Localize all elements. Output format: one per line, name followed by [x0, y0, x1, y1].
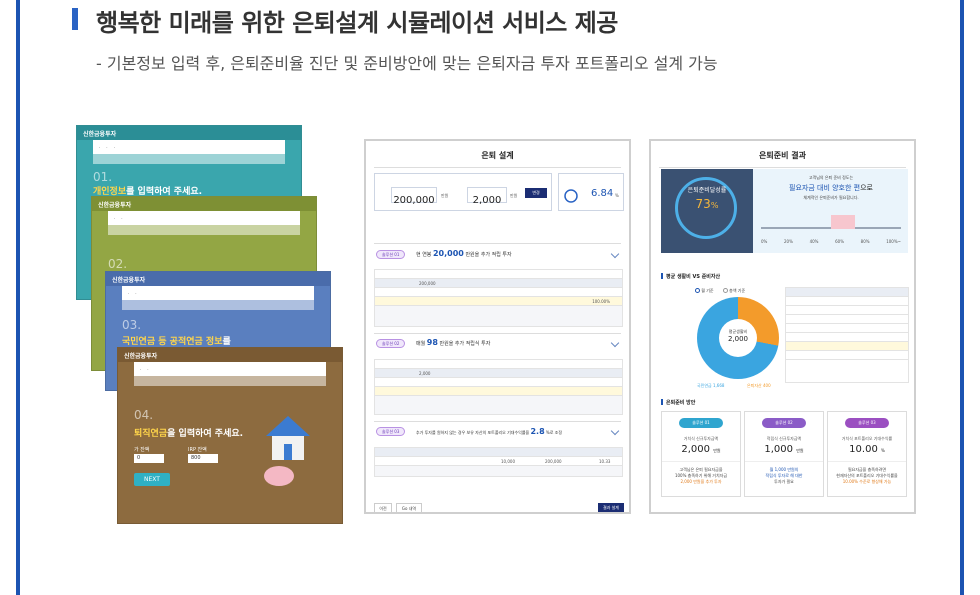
monthly-amount-field[interactable]: 2,000	[467, 187, 507, 206]
breadcrumb	[108, 225, 300, 235]
solution-2-badge: 솔루션 02	[376, 339, 406, 348]
retirement-design-panel: 은퇴 설계 200,000 만원 2,000 만원 변경 6.84 % 솔루션 …	[364, 139, 631, 514]
assets-table	[785, 287, 909, 383]
chevron-down-icon[interactable]	[610, 338, 620, 348]
previous-button[interactable]: 이전	[374, 503, 392, 512]
staircase-graphic	[761, 213, 901, 229]
input-summary-box: 200,000 만원 2,000 만원 변경	[374, 173, 552, 211]
page-frame	[16, 0, 964, 595]
step-instruction: 개인정보를 입력하여 주세요.	[93, 187, 203, 197]
brand-logo: 신한금융투자	[112, 276, 146, 284]
step-number: 03.	[122, 318, 142, 332]
nav-row: ···	[93, 140, 285, 154]
solution-card-3: 솔루션 03 거치식 포트폴리오 기대수익률 10.00 % 필요자금을 충족하…	[827, 411, 907, 497]
achievement-gauge: 은퇴준비달성률 73%	[661, 169, 753, 253]
breadcrumb	[134, 376, 326, 386]
solution-1-text: 현 연봉 20,000 만원을 추가 적립 투자	[416, 249, 512, 258]
breadcrumb	[122, 300, 314, 310]
menu-icon[interactable]	[302, 288, 314, 298]
result-design-button[interactable]: 결과 설계	[598, 503, 624, 512]
field-label: 가 잔액	[134, 447, 150, 453]
panel-title: 은퇴 설계	[481, 151, 514, 160]
brand-logo: 신한금융투자	[83, 130, 117, 138]
donut-chart: 평균생활비 2,000	[697, 297, 779, 379]
irp-input[interactable]: 800	[188, 454, 218, 463]
scale-labels: 0%20%40%60%80%100%~	[761, 239, 901, 244]
refresh-icon	[564, 189, 578, 203]
field-label: IRP 잔액	[188, 447, 207, 453]
expected-rate-box: 6.84 %	[558, 173, 624, 211]
radio-monthly[interactable]	[695, 288, 700, 293]
next-button[interactable]: NEXT	[134, 473, 170, 486]
step-number: 01.	[93, 170, 113, 184]
solution-card-1: 솔루션 01 거치식 신규투자금액 2,000 만원 고객님은 은퇴 필요자금을…	[661, 411, 741, 497]
house-icon	[266, 416, 310, 460]
page-subtitle: - 기본정보 입력 후, 은퇴준비율 진단 및 준비방안에 맞는 은퇴자금 투자…	[96, 54, 718, 73]
step-card-4: 신한금융투자 ·· 04. 퇴직연금을 입력하여 주세요. 가 잔액 0 IRP…	[117, 347, 343, 524]
balance-input[interactable]: 0	[134, 454, 164, 463]
section-heading: 평균 생활비 VS 준비자산	[661, 273, 720, 280]
menu-icon[interactable]	[288, 213, 300, 223]
menu-icon[interactable]	[273, 142, 285, 152]
retirement-result-panel: 은퇴준비 결과 은퇴준비달성률 73% 고객님의 은퇴 준비 정도는 필요자금 …	[649, 139, 916, 514]
change-button[interactable]: 변경	[525, 188, 547, 198]
step-instruction: 국민연금 등 공적연금 정보를	[122, 337, 231, 347]
result-banner: 은퇴준비달성률 73% 고객님의 은퇴 준비 정도는 필요자금 대비 양호한 편…	[661, 169, 908, 253]
solution-1-badge: 솔루션 01	[376, 250, 406, 259]
solution-3-text: 추가 투자를 원하지 않는 경우 보유 자산의 포트폴리오 기대수익률을 2.8…	[416, 427, 563, 436]
section-heading: 은퇴준비 방안	[661, 399, 695, 406]
page-title: 행복한 미래를 위한 은퇴설계 시뮬레이션 서비스 제공	[96, 9, 618, 37]
menu-icon[interactable]	[314, 364, 326, 374]
step-number: 04.	[134, 408, 154, 422]
chevron-down-icon[interactable]	[610, 426, 620, 436]
solution-2-table: 2,000	[374, 359, 623, 415]
nav-row: ··	[134, 362, 326, 376]
nav-row: ··	[108, 211, 300, 225]
radio-total[interactable]	[722, 288, 728, 293]
brand-logo: 신한금융투자	[98, 201, 132, 209]
initial-amount-field[interactable]: 200,000	[391, 187, 437, 206]
solution-1-table: 200,000 100.00%	[374, 269, 623, 327]
piggy-bank-icon	[264, 466, 294, 486]
chevron-down-icon[interactable]	[610, 249, 620, 259]
breadcrumb	[93, 154, 285, 164]
title-accent-bar	[72, 8, 78, 30]
history-button[interactable]: Go 내역	[396, 503, 422, 512]
panel-title: 은퇴준비 결과	[759, 151, 806, 160]
step-number: 02.	[108, 257, 128, 271]
nav-row: ··	[122, 286, 314, 300]
solution-3-badge: 솔루션 03	[376, 427, 406, 436]
solution-2-text: 매월 98 만원을 추가 적립식 투자	[416, 338, 491, 347]
solution-3-table: 10,000 200,000 10.33	[374, 447, 623, 477]
brand-logo: 신한금융투자	[124, 352, 158, 360]
step-instruction: 퇴직연금을 입력하여 주세요.	[134, 429, 244, 439]
